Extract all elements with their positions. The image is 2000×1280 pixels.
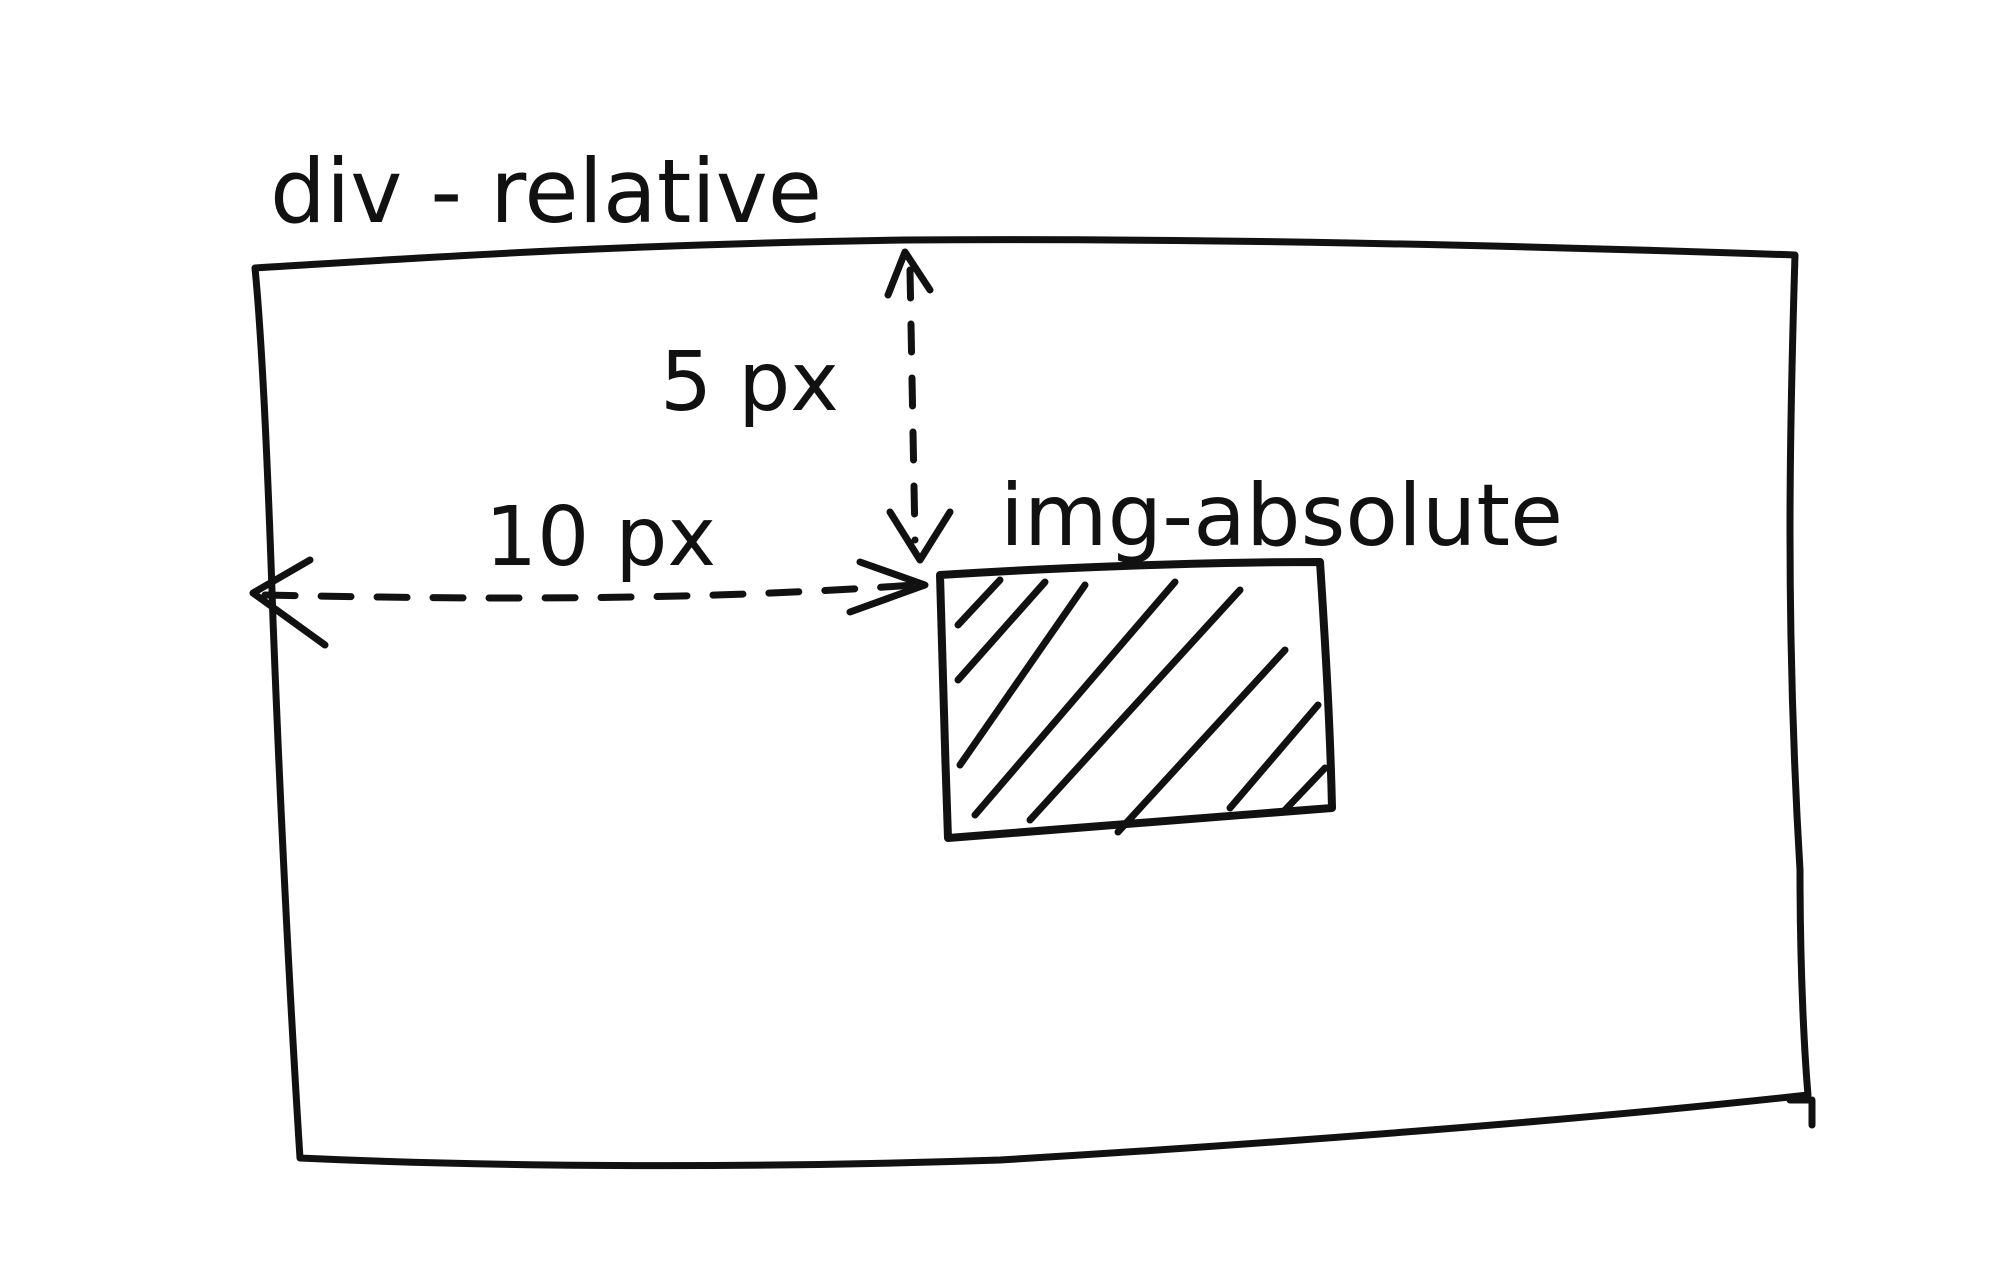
left-offset-arrowhead-left	[249, 556, 329, 649]
image-hatching	[954, 576, 1329, 836]
child-label: img-absolute	[1000, 466, 1563, 566]
left-offset-label: 10 px	[485, 490, 716, 585]
left-offset-dashed-line	[261, 581, 919, 602]
box-corner-mark	[1786, 1096, 1816, 1129]
top-offset-arrowhead-up	[884, 248, 934, 299]
image-box-outline	[936, 558, 1336, 842]
relative-container-box	[251, 236, 1812, 1170]
container-label: div - relative	[270, 140, 822, 243]
top-offset-dashed-line	[906, 266, 919, 544]
top-offset-label: 5 px	[660, 335, 839, 430]
left-offset-arrowhead-right	[846, 558, 929, 616]
absolute-image-box	[936, 558, 1336, 842]
top-offset-arrowhead-down	[886, 508, 954, 564]
